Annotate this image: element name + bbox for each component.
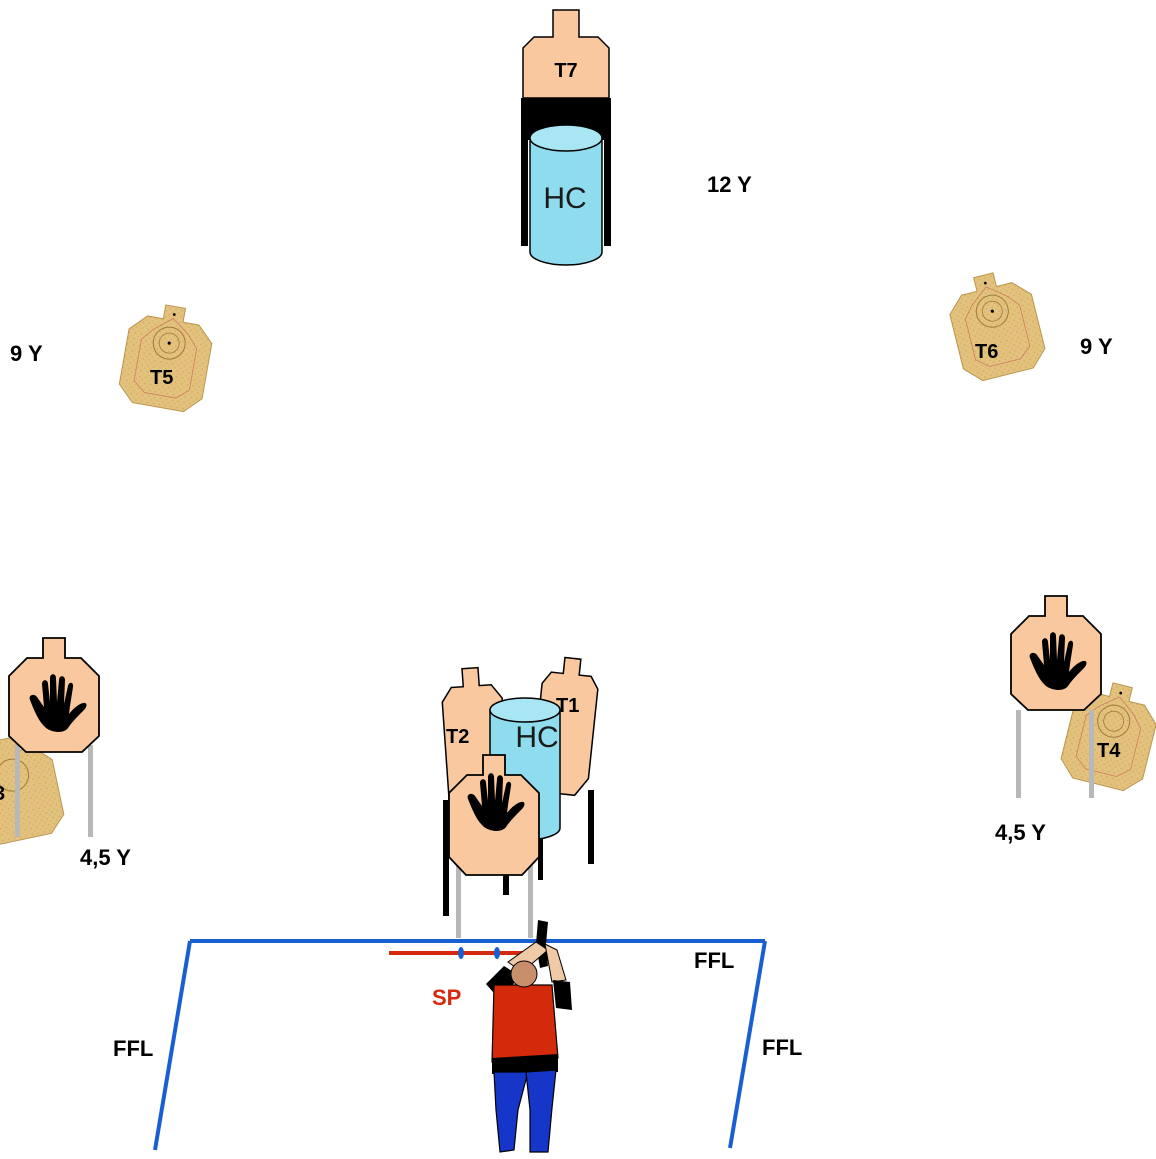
target-t7-label: T7	[554, 60, 577, 82]
left-no-shoot-post-2	[88, 745, 93, 837]
fault-line-label-right: FFL	[762, 1035, 802, 1060]
target-t6-label: T6	[975, 341, 998, 363]
hard-cover-top-label: HC	[543, 182, 586, 215]
target-t5[interactable]	[116, 298, 218, 415]
center-no-shoot-post-1	[456, 860, 461, 938]
hard-cover-top: HC	[529, 124, 603, 266]
distance-t7: 12 Y	[707, 172, 752, 197]
distance-t5: 9 Y	[10, 341, 43, 366]
distance-right-group: 4,5 Y	[995, 820, 1046, 845]
target-t4-label: T4	[1097, 740, 1121, 762]
target-t2-label: T2	[446, 726, 469, 748]
center-leg-2	[588, 790, 594, 864]
right-target-group: T4	[1010, 595, 1156, 798]
center-leg-4	[538, 830, 543, 880]
fault-line-right	[728, 940, 767, 1149]
distance-left-group: 4,5 Y	[80, 845, 131, 870]
right-no-shoot-post-1	[1016, 710, 1021, 798]
target-t1-label: T1	[556, 695, 579, 717]
left-target-group: 3	[0, 637, 100, 848]
shooter-figure-icon	[486, 920, 572, 1153]
target-t3-label: 3	[0, 783, 5, 805]
right-no-shoot-post-2	[1089, 710, 1094, 798]
fault-line-label-top-right: FFL	[694, 948, 734, 973]
fault-line-left	[153, 940, 192, 1151]
start-position-marker	[389, 947, 525, 959]
t7-support-left	[521, 128, 528, 246]
target-t6[interactable]	[942, 264, 1050, 385]
fault-line-label-left: FFL	[113, 1036, 153, 1061]
left-no-shoot-post-1	[15, 745, 20, 837]
start-position-label: SP	[432, 985, 461, 1010]
distance-t6: 9 Y	[1080, 334, 1113, 359]
center-leg-1	[443, 800, 449, 916]
hard-cover-center-label: HC	[515, 721, 558, 754]
t7-support-right	[604, 128, 611, 246]
target-t5-label: T5	[150, 367, 173, 389]
fault-line-box	[153, 939, 767, 1151]
center-no-shoot-post-2	[528, 860, 533, 938]
center-target-group: T1 T2 HC	[441, 656, 599, 938]
target-t7[interactable]	[522, 9, 610, 99]
